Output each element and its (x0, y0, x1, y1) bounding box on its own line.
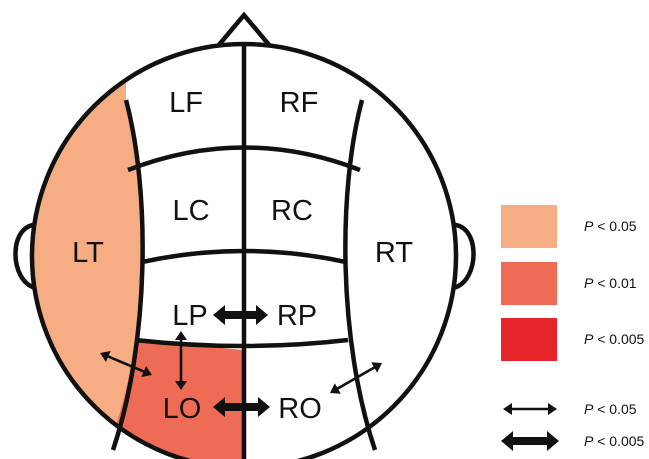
arrow-head (213, 397, 225, 417)
legend-fill-label-2: P < 0.01 (584, 275, 637, 291)
legend-swatch-p05 (501, 205, 557, 248)
label-LT: LT (72, 237, 104, 269)
head-outline (29, 41, 459, 459)
boundary-lt (110, 99, 145, 451)
label-RP: RP (277, 300, 317, 332)
arrow-head (175, 381, 187, 390)
label-LF: LF (169, 87, 203, 119)
nose-shape (216, 11, 272, 48)
boundary-frontal (127, 145, 361, 173)
arrow-head (371, 362, 382, 373)
connection-arrow-lp-rp (213, 305, 268, 325)
left-ear-shape (13, 222, 41, 291)
legend-arrow-label-1: P < 0.05 (584, 401, 637, 417)
arrow-head (330, 383, 341, 394)
arrow-head (213, 305, 225, 325)
boundary-parietal (134, 337, 349, 349)
arrow-head (258, 397, 270, 417)
legend-swatch-p005 (501, 318, 557, 361)
arrow-shaft (106, 354, 146, 374)
legend-arrow-label-2: P < 0.005 (584, 433, 645, 449)
arrow-shaft (335, 365, 377, 391)
connection-arrow-lo-ro (213, 397, 270, 417)
connection-arrow-ro-rt (330, 362, 382, 394)
boundary-central (141, 248, 347, 265)
arrow-head (100, 350, 111, 363)
legend-swatch-p01 (501, 262, 557, 305)
legend-arrow-thin (503, 403, 557, 415)
right-ear-shape (448, 222, 476, 291)
label-RF: RF (280, 87, 319, 119)
arrow-head (547, 431, 559, 451)
label-LO: LO (163, 393, 202, 425)
boundary-rt (343, 99, 378, 451)
label-LP: LP (172, 300, 207, 332)
arrow-head (548, 403, 557, 415)
legend-fill-label-1: P < 0.05 (584, 218, 637, 234)
arrow-head (501, 431, 513, 451)
label-RT: RT (375, 237, 413, 269)
connection-arrow-lp-lo (175, 331, 187, 390)
connection-arrow-lt-lo (100, 350, 152, 378)
label-LC: LC (172, 195, 209, 227)
arrow-head (256, 305, 268, 325)
arrow-head (175, 331, 187, 340)
legend-fill-label-3: P < 0.005 (584, 331, 645, 347)
arrow-head (503, 403, 512, 415)
label-RC: RC (271, 195, 313, 227)
label-RO: RO (278, 393, 322, 425)
legend-arrow-thick (501, 431, 559, 451)
arrow-head (141, 365, 152, 378)
